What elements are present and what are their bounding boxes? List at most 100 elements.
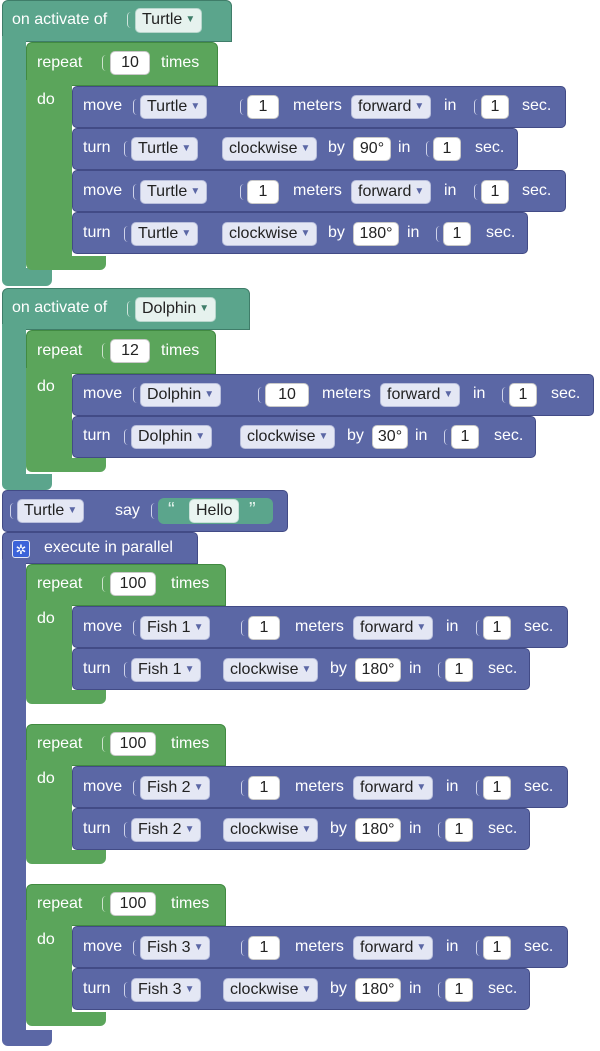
distance-input[interactable]: 1	[248, 616, 280, 640]
input-socket	[124, 982, 131, 998]
open-quote-icon: “	[168, 499, 175, 521]
say-label: say	[115, 502, 140, 519]
repeat-count-input[interactable]: 100	[110, 572, 156, 596]
repeat-block-body	[26, 368, 72, 464]
angle-input[interactable]: 180°	[355, 978, 401, 1002]
rotation-dropdown[interactable]: clockwise▼	[223, 818, 319, 842]
duration-input[interactable]: 1	[433, 137, 461, 161]
rotation-dropdown[interactable]: clockwise▼	[222, 222, 318, 246]
angle-input[interactable]: 180°	[355, 658, 401, 682]
duration-input[interactable]: 1	[483, 936, 511, 960]
say-text-input[interactable]: Hello	[189, 499, 240, 523]
sec-label: sec.	[494, 427, 524, 444]
rotation-dropdown-label: clockwise	[230, 661, 299, 678]
object-dropdown[interactable]: Turtle▼	[135, 8, 203, 33]
in-label: in	[398, 139, 411, 156]
times-label: times	[171, 735, 210, 752]
repeat-label: repeat	[37, 54, 83, 71]
distance-input[interactable]: 1	[247, 95, 279, 119]
repeat-label: repeat	[37, 342, 83, 359]
turn-label: turn	[83, 224, 111, 241]
duration-input[interactable]: 1	[443, 222, 471, 246]
in-label: in	[444, 97, 457, 114]
input-socket	[102, 343, 109, 359]
duration-input[interactable]: 1	[483, 616, 511, 640]
angle-input[interactable]: 180°	[353, 222, 399, 246]
input-socket	[476, 940, 483, 956]
duration-input[interactable]: 1	[509, 383, 537, 407]
caret-down-icon: ▼	[416, 942, 427, 953]
sec-label: sec.	[522, 97, 552, 114]
execute-parallel-block[interactable]	[2, 532, 198, 564]
sec-label: sec.	[524, 938, 554, 955]
gear-icon[interactable]: ✲	[12, 540, 30, 558]
object-dropdown[interactable]: Dolphin▼	[131, 425, 213, 449]
duration-input[interactable]: 1	[481, 95, 509, 119]
object-dropdown[interactable]: Dolphin▼	[135, 297, 217, 322]
in-label: in	[407, 224, 420, 241]
input-socket	[10, 503, 17, 519]
object-dropdown[interactable]: Fish 1▼	[140, 616, 211, 640]
rotation-dropdown[interactable]: clockwise▼	[223, 978, 319, 1002]
repeat-count-input[interactable]: 100	[110, 732, 156, 756]
distance-input[interactable]: 10	[265, 383, 309, 407]
repeat-count-input[interactable]: 12	[110, 339, 150, 363]
distance-input[interactable]: 1	[248, 776, 280, 800]
object-dropdown-label: Dolphin	[142, 300, 197, 317]
angle-input[interactable]: 30°	[372, 425, 408, 449]
turn-label: turn	[83, 980, 111, 997]
distance-input[interactable]: 1	[248, 936, 280, 960]
duration-input[interactable]: 1	[445, 658, 473, 682]
object-dropdown[interactable]: Turtle▼	[131, 137, 199, 161]
object-dropdown[interactable]: Fish 3▼	[131, 978, 202, 1002]
object-dropdown[interactable]: Dolphin▼	[140, 383, 222, 407]
direction-dropdown[interactable]: forward▼	[353, 776, 434, 800]
distance-input[interactable]: 1	[247, 180, 279, 204]
rotation-dropdown[interactable]: clockwise▼	[222, 137, 318, 161]
input-socket	[258, 387, 265, 403]
rotation-dropdown[interactable]: clockwise▼	[223, 658, 319, 682]
repeat-block[interactable]	[26, 564, 226, 606]
input-socket	[476, 620, 483, 636]
input-socket	[102, 55, 109, 71]
object-dropdown[interactable]: Fish 2▼	[140, 776, 211, 800]
meters-label: meters	[295, 618, 344, 635]
object-dropdown[interactable]: Fish 1▼	[131, 658, 202, 682]
repeat-count-input[interactable]: 100	[110, 892, 156, 916]
object-dropdown[interactable]: Turtle▼	[140, 180, 208, 204]
object-dropdown[interactable]: Turtle▼	[131, 222, 199, 246]
duration-input[interactable]: 1	[445, 818, 473, 842]
rotation-dropdown[interactable]: clockwise▼	[240, 425, 336, 449]
object-dropdown-label: Turtle	[138, 225, 179, 242]
direction-dropdown[interactable]: forward▼	[353, 616, 434, 640]
repeat-block-footer	[26, 690, 106, 704]
input-socket	[438, 982, 445, 998]
input-socket	[102, 896, 109, 912]
event-block-footer	[2, 268, 52, 286]
caret-down-icon: ▼	[193, 782, 204, 793]
duration-input[interactable]: 1	[445, 978, 473, 1002]
repeat-label: repeat	[37, 575, 83, 592]
repeat-count-input[interactable]: 10	[110, 51, 150, 75]
object-dropdown[interactable]: Fish 3▼	[140, 936, 211, 960]
object-dropdown-label: Fish 2	[147, 779, 191, 796]
angle-input[interactable]: 90°	[353, 137, 391, 161]
direction-dropdown[interactable]: forward▼	[380, 383, 461, 407]
caret-down-icon: ▼	[301, 984, 312, 995]
direction-dropdown[interactable]: forward▼	[351, 180, 432, 204]
object-dropdown[interactable]: Turtle▼	[140, 95, 208, 119]
duration-input[interactable]: 1	[483, 776, 511, 800]
direction-dropdown[interactable]: forward▼	[351, 95, 432, 119]
repeat-block-body	[26, 760, 72, 858]
in-label: in	[409, 660, 422, 677]
direction-dropdown[interactable]: forward▼	[353, 936, 434, 960]
object-dropdown[interactable]: Fish 2▼	[131, 818, 202, 842]
input-socket	[151, 503, 158, 519]
repeat-label: repeat	[37, 735, 83, 752]
in-label: in	[446, 938, 459, 955]
duration-input[interactable]: 1	[481, 180, 509, 204]
object-dropdown[interactable]: Turtle▼	[17, 499, 85, 523]
angle-input[interactable]: 180°	[355, 818, 401, 842]
input-socket	[124, 662, 131, 678]
duration-input[interactable]: 1	[451, 425, 479, 449]
